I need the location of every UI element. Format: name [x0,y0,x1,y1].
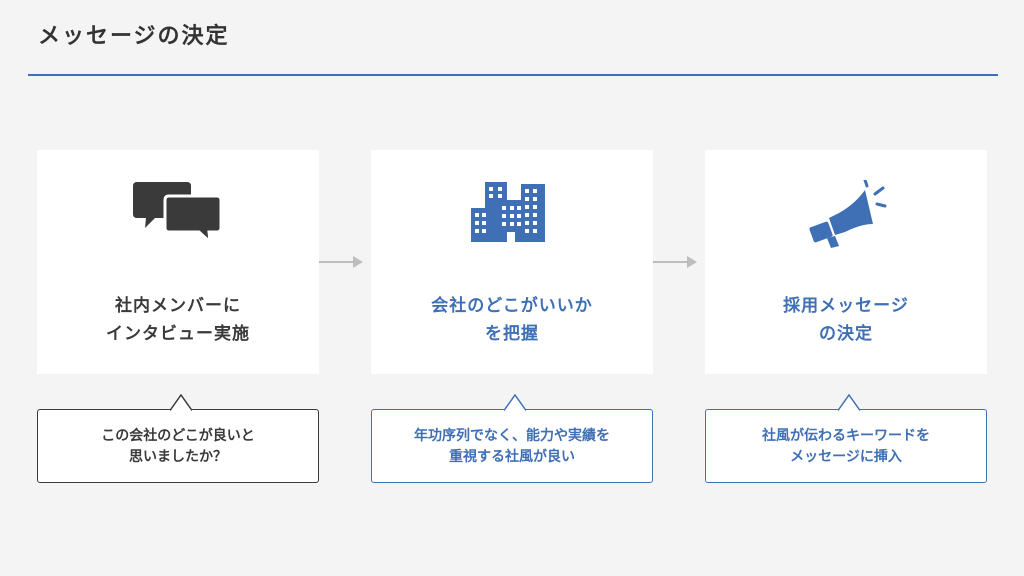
callout-text: この会社のどこが良いと 思いましたか？ [38,426,318,468]
step-label-line: を把握 [485,324,539,344]
title-divider [28,74,998,76]
step-label: 採用メッセージ の決定 [705,292,987,348]
callout-pointer [838,394,860,411]
step-label-line: インタビュー実施 [106,324,250,344]
step-card-interview: 社内メンバーに インタビュー実施 [37,150,319,374]
step-label-line: の決定 [819,324,873,344]
callout-line: メッセージに挿入 [790,449,902,465]
callout-line: 年功序列でなく、能力や実績を [414,428,610,444]
callout-line: この会社のどこが良いと [101,428,255,444]
step-label-line: 社内メンバーに [115,296,241,316]
buildings-icon [471,182,545,242]
flow-arrow-icon [653,256,697,268]
callout-finding: 年功序列でなく、能力や実績を 重視する社風が良い [371,394,653,483]
callout-line: 思いましたか？ [129,449,227,465]
step-label-line: 採用メッセージ [783,296,909,316]
step-label: 会社のどこがいいか を把握 [371,292,653,348]
step-label-line: 会社のどこがいいか [431,296,593,316]
callout-pointer [504,394,526,411]
callout-text: 年功序列でなく、能力や実績を 重視する社風が良い [372,426,652,468]
callout-line: 重視する社風が良い [449,449,575,465]
speech-bubbles-icon [133,182,223,246]
step-card-company-strengths: 会社のどこがいいか を把握 [371,150,653,374]
flow-arrow-icon [319,256,363,268]
step-label: 社内メンバーに インタビュー実施 [37,292,319,348]
callout-keyword: 社風が伝わるキーワードを メッセージに挿入 [705,394,987,483]
callout-line: 社風が伝わるキーワードを [762,428,930,444]
callout-pointer [170,394,192,411]
page-title: メッセージの決定 [38,24,230,49]
callout-text: 社風が伝わるキーワードを メッセージに挿入 [706,426,986,468]
callout-question: この会社のどこが良いと 思いましたか？ [37,394,319,483]
step-card-recruiting-message: 採用メッセージ の決定 [705,150,987,374]
megaphone-icon [809,180,887,248]
